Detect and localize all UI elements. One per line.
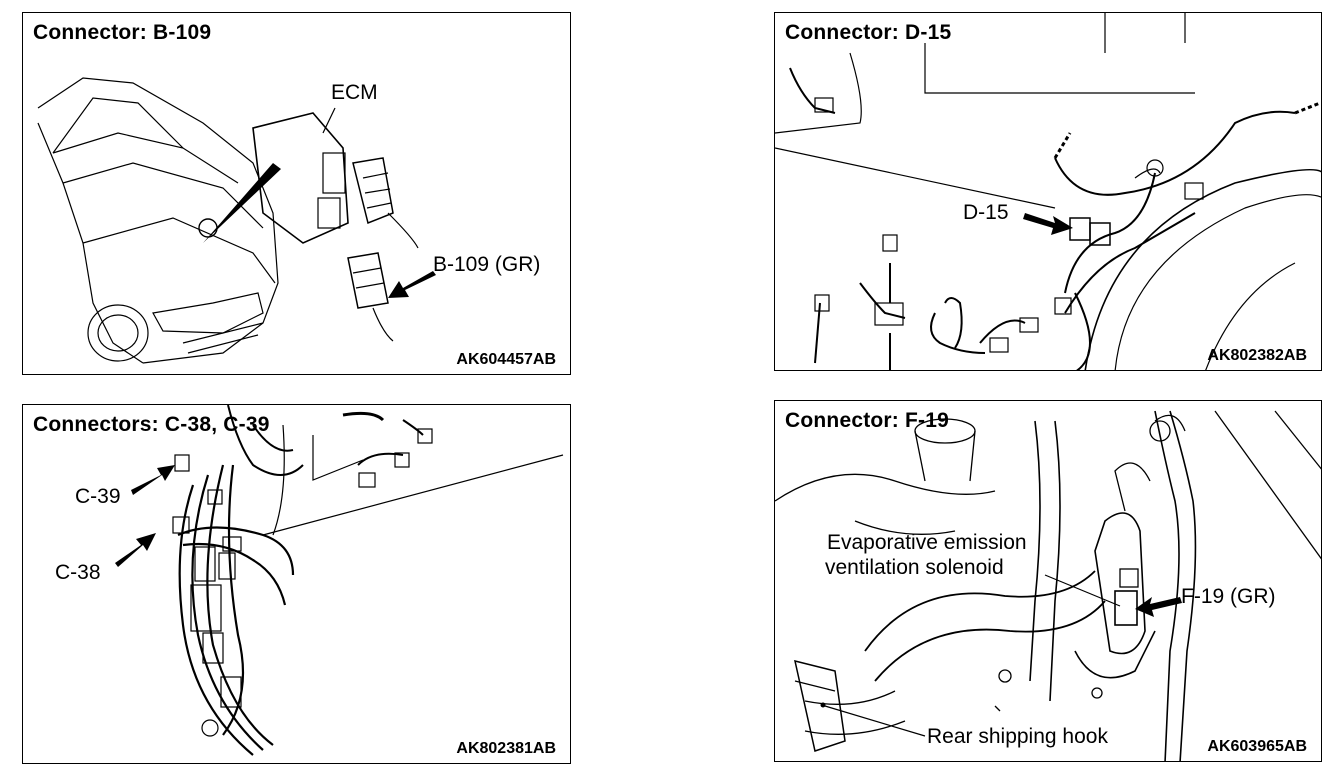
panel-title: Connector: B-109 xyxy=(33,21,212,44)
connector-b109-label: B-109 (GR) xyxy=(433,253,541,276)
c38-c39-location-illustration xyxy=(115,405,564,756)
panel-connectors-c38-c39: Connectors: C-38, C-39 C-39 C-38 AK80238… xyxy=(22,404,571,764)
solenoid-label-line2: ventilation solenoid xyxy=(825,556,1004,579)
figure-code: AK802381AB xyxy=(456,740,556,757)
figure-code: AK802382AB xyxy=(1207,347,1307,364)
panel-title: Connector: F-19 xyxy=(785,409,950,432)
panel-title: Connectors: C-38, C-39 xyxy=(33,413,270,436)
ecm-location-illustration xyxy=(37,77,436,364)
solenoid-label-line1: Evaporative emission xyxy=(827,531,1027,554)
connector-c39-label: C-39 xyxy=(75,485,121,508)
connector-f19-label: F-19 (GR) xyxy=(1181,585,1276,608)
connector-c38-label: C-38 xyxy=(55,561,101,584)
panel-title: Connector: D-15 xyxy=(785,21,952,44)
panel-connector-d15: Connector: D-15 D-15 AK802382AB xyxy=(774,12,1322,371)
figure-code: AK603965AB xyxy=(1207,738,1307,755)
panel-connector-b109: Connector: B-109 ECM B-109 (GR) AK604457… xyxy=(22,12,571,375)
d15-location-illustration xyxy=(775,13,1321,370)
ecm-label: ECM xyxy=(331,81,378,104)
figure-code: AK604457AB xyxy=(456,351,556,368)
f19-location-illustration xyxy=(775,410,1321,761)
panel-connector-f19: Connector: F-19 Evaporative emission ven… xyxy=(774,400,1322,762)
rear-shipping-hook-label: Rear shipping hook xyxy=(927,725,1108,748)
connector-d15-label: D-15 xyxy=(963,201,1009,224)
